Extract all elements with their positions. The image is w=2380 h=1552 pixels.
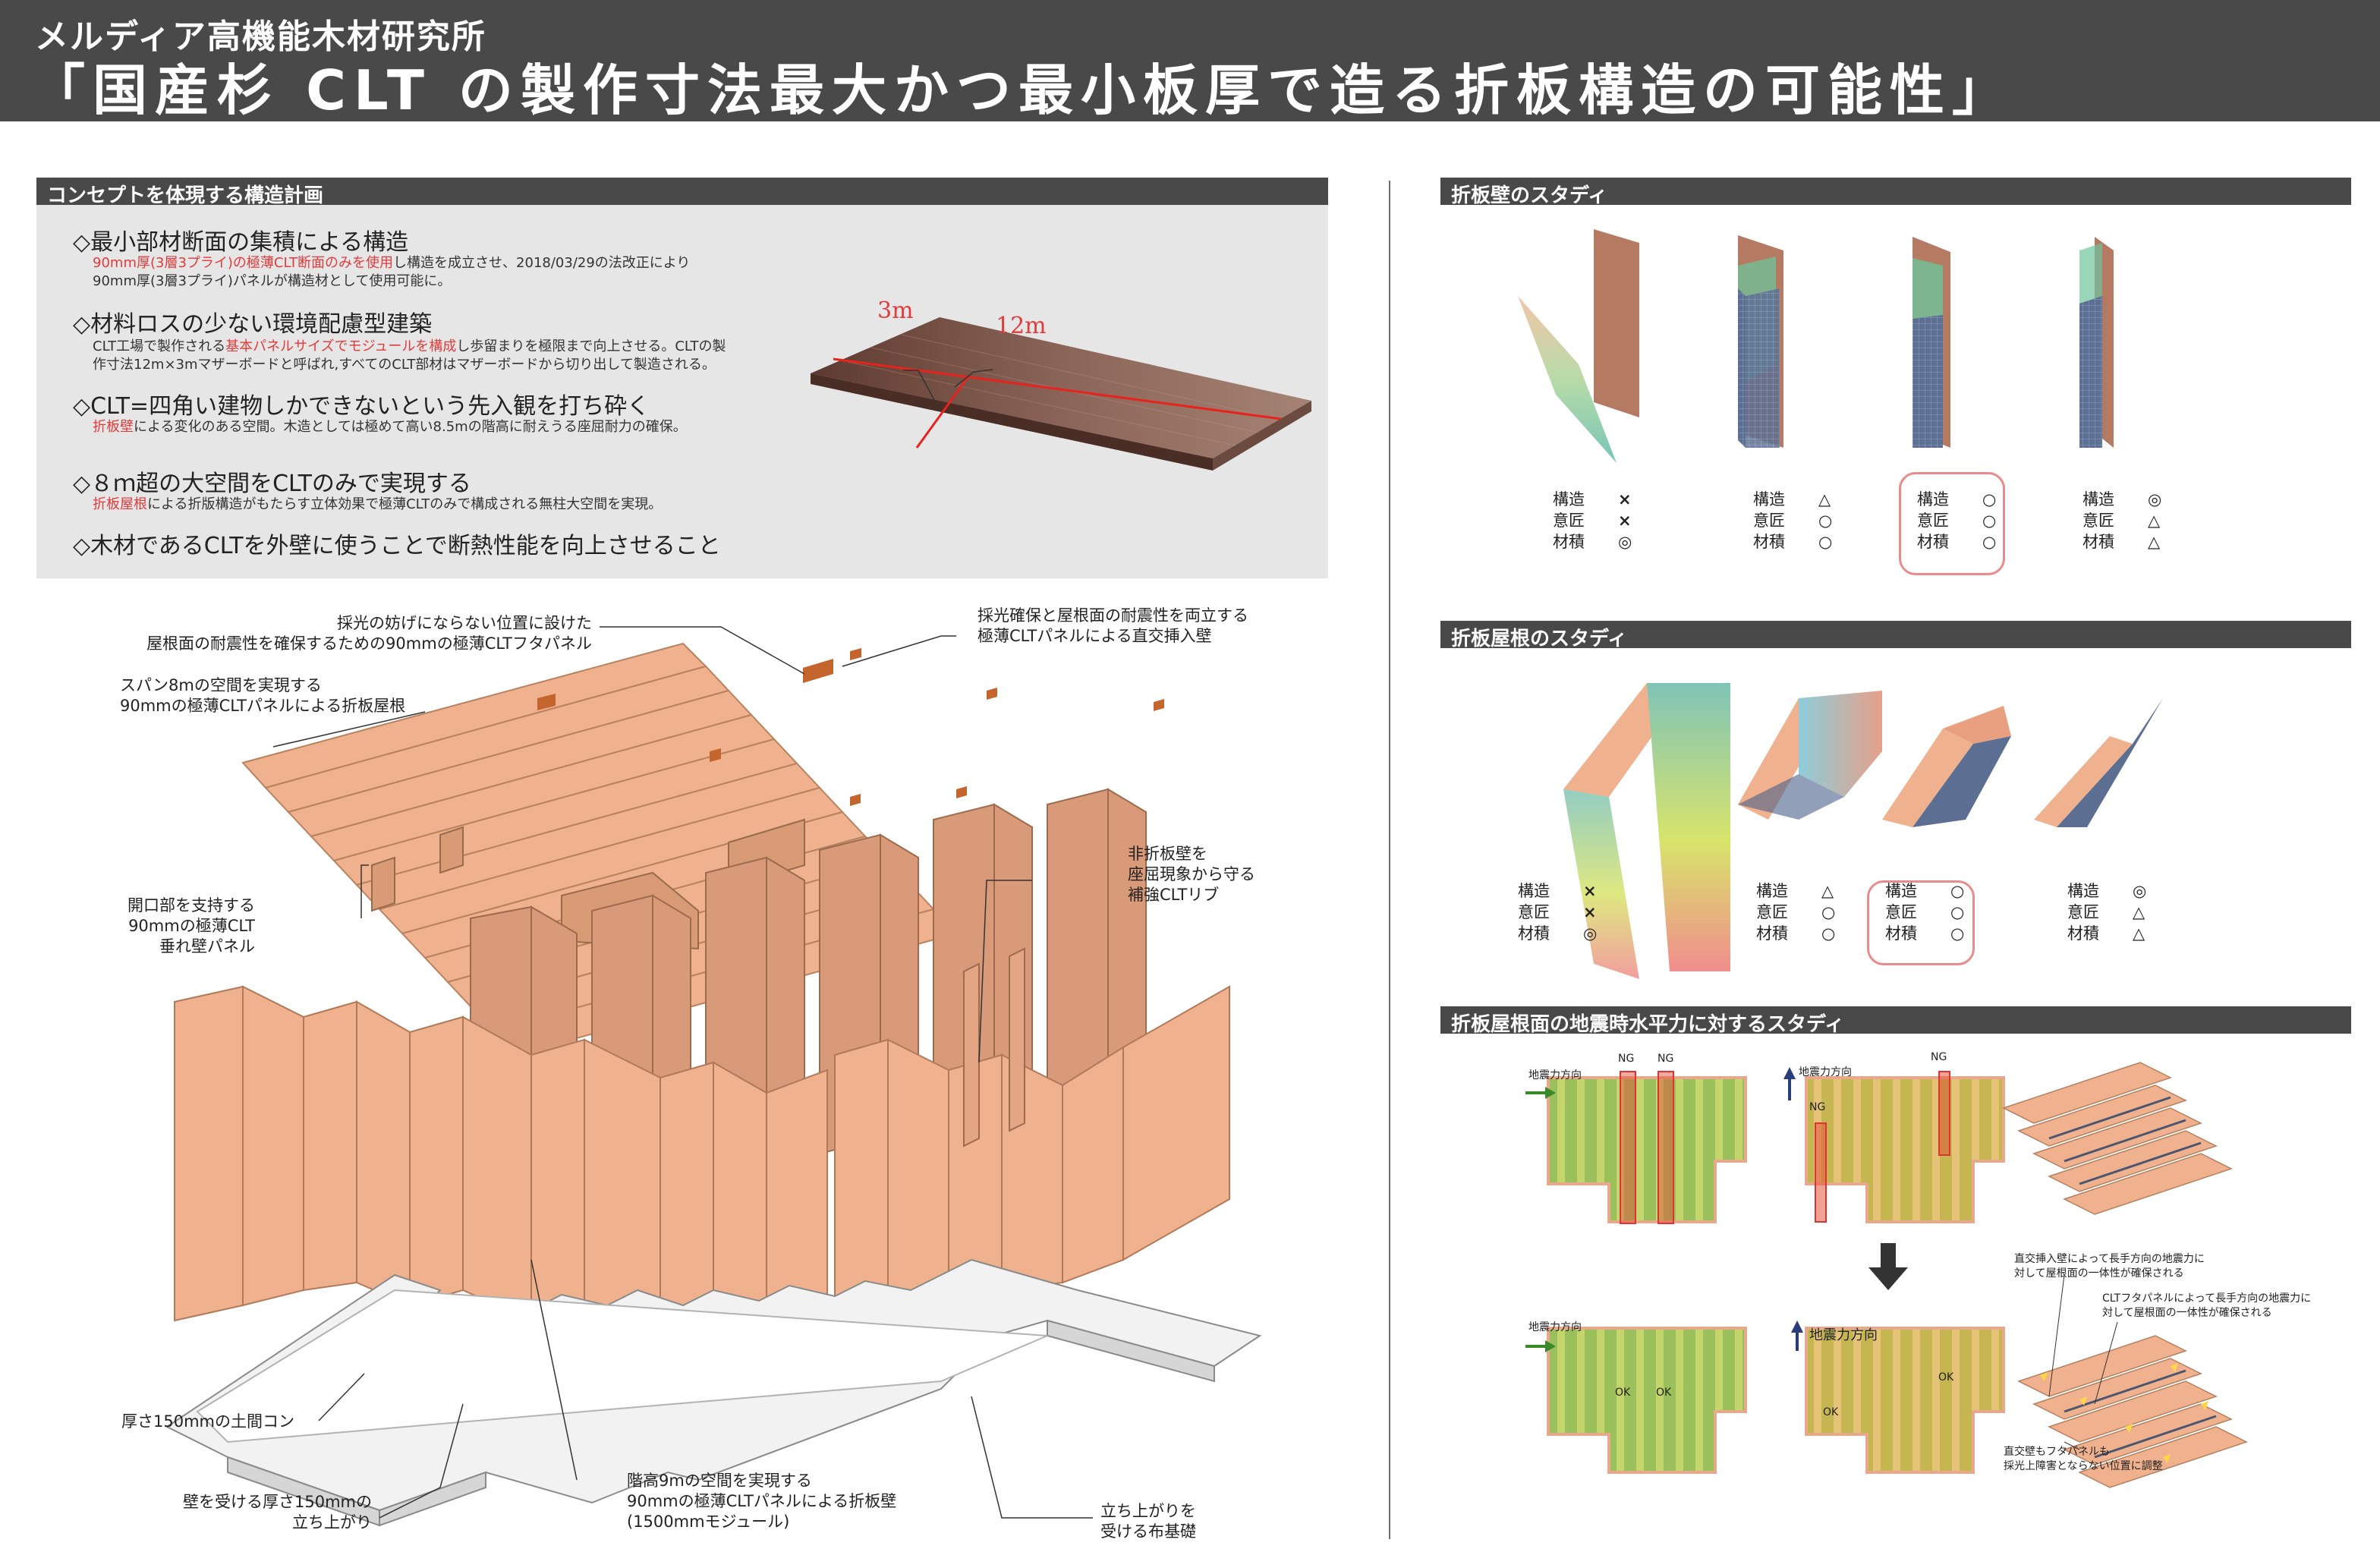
roof-model-2 bbox=[1738, 691, 1882, 820]
page-title: 「国産杉 CLT の製作寸法最大かつ最小板厚で造る折板構造の可能性」 bbox=[30, 58, 2015, 122]
exploded-axonometric bbox=[165, 626, 1262, 1527]
ng-label-3: NG bbox=[1809, 1101, 1826, 1113]
label-light-panel: 採光の妨げにならない位置に設けた屋根面の耐震性を確保するための90mmの極薄CL… bbox=[146, 614, 592, 653]
ng-label-2: NG bbox=[1658, 1053, 1674, 1065]
column-divider bbox=[1389, 181, 1390, 1539]
foundation bbox=[165, 1258, 1262, 1527]
roof-study-models bbox=[1563, 683, 2163, 979]
ng-label-4: NG bbox=[1931, 1051, 1947, 1063]
roof-rating-2: 構造△意匠○材積○ bbox=[1756, 882, 1836, 943]
roof-model-1 bbox=[1563, 683, 1730, 979]
folded-walls-front bbox=[174, 985, 1230, 1352]
concept-panel: ◇最小部材断面の集積による構造 90mm厚(3層3プライ)の極薄CLT断面のみを… bbox=[36, 205, 1328, 578]
wall-study-title: 折板壁のスタディ bbox=[1440, 178, 2351, 207]
seismic-plan-3 bbox=[1525, 1327, 1747, 1474]
wall-rating-4: 構造◎意匠△材積△ bbox=[2082, 490, 2162, 551]
note-lid-panel: CLTフタパネルによって長手方向の地震力に対して屋根面の一体性が確保される bbox=[2102, 1292, 2312, 1319]
note-cross-wall: 直交挿入壁によって長手方向の地震力に対して屋根面の一体性が確保される bbox=[2014, 1253, 2205, 1280]
point-5-heading: ◇木材であるCLTを外壁に使うことで断熱性能を向上させること bbox=[73, 533, 721, 559]
roof-study-title: 折板屋根のスタディ bbox=[1440, 621, 2351, 650]
label-cross-wall: 採光確保と屋根面の耐震性を両立する極薄CLTパネルによる直交挿入壁 bbox=[978, 606, 1248, 645]
ok-label-2: OK bbox=[1656, 1387, 1672, 1399]
roof-model-3 bbox=[1882, 706, 2011, 827]
point-3-heading: ◇CLT=四角い建物しかできないという先入観を打ち砕く bbox=[73, 393, 650, 420]
board-dim-3m: 3m bbox=[877, 297, 914, 324]
seismic-plan-2 bbox=[1783, 1067, 2005, 1223]
point-2-heading: ◇材料ロスの少ない環境配慮型建築 bbox=[73, 311, 433, 338]
roof-model-4 bbox=[2034, 698, 2163, 827]
wall-rating-3: 構造○意匠○材積○ bbox=[1917, 490, 1997, 551]
force-direction-1: 地震力方向 bbox=[1528, 1069, 1582, 1081]
label-upstand: 壁を受ける厚さ150mmの立ち上がり bbox=[183, 1493, 372, 1532]
wall-rating-2: 構造△意匠○材積○ bbox=[1753, 490, 1833, 551]
point-4-line1: 折板屋根による折版構造がもたらす立体効果で極薄CLTのみで構成される無柱大空間を… bbox=[93, 496, 663, 512]
board-dim-12m: 12m bbox=[996, 313, 1047, 339]
force-direction-3: 地震力方向 bbox=[1528, 1321, 1582, 1333]
roof-study-highlight bbox=[1867, 880, 1975, 965]
roof-rating-1: 構造×意匠×材積◎ bbox=[1518, 882, 1598, 943]
ok-label-3: OK bbox=[1823, 1406, 1839, 1418]
label-slab: 厚さ150mmの土間コン bbox=[121, 1412, 294, 1431]
ng-label-1: NG bbox=[1618, 1053, 1635, 1065]
wall-model-4 bbox=[2079, 237, 2114, 448]
reinforcing-ribs bbox=[963, 947, 1025, 1147]
point-2-line1: CLT工場で製作される基本パネルサイズでモジュールを構成し歩留まりを極限まで向上… bbox=[93, 338, 726, 354]
transition-arrow bbox=[1868, 1243, 1908, 1290]
force-direction-4: 地震力方向 bbox=[1809, 1327, 1878, 1343]
roof-rating-4: 構造◎意匠△材積△ bbox=[2067, 882, 2147, 943]
seismic-plan-1 bbox=[1525, 1071, 1747, 1224]
point-4-heading: ◇８ｍ超の大空間をCLTのみで実現する bbox=[73, 471, 471, 497]
force-direction-2: 地震力方向 bbox=[1799, 1066, 1852, 1078]
cross-wall-blocks bbox=[537, 648, 1164, 859]
institute-name: メルディア高機能木材研究所 bbox=[35, 17, 486, 56]
label-ribs: 非折板壁を座屈現象から守る補強CLTリブ bbox=[1128, 845, 1255, 904]
seismic-plan-4 bbox=[1791, 1321, 2005, 1474]
leader-lines bbox=[272, 626, 1093, 1519]
concept-section-title: コンセプトを体現する構造計画 bbox=[36, 178, 1328, 207]
roof-rating-3: 構造○意匠○材積○ bbox=[1885, 882, 1965, 943]
note-daylight: 直交壁もフタパネルも採光上障害とならない位置に調整 bbox=[2004, 1446, 2163, 1472]
point-3-line1: 折板壁による変化のある空間。木造としては極めて高い8.5mの階高に耐えうる座屈耐… bbox=[93, 419, 687, 435]
wall-study-highlight bbox=[1899, 472, 2005, 575]
wall-model-3 bbox=[1912, 237, 1950, 448]
seismic-roof-axo-1 bbox=[2002, 1062, 2233, 1215]
clt-board-illustration bbox=[811, 317, 1311, 471]
point-1-line1: 90mm厚(3層3プライ)の極薄CLT断面のみを使用し構造を成立させ、2018/… bbox=[93, 255, 691, 271]
wall-study-models bbox=[1518, 229, 2114, 463]
seismic-study-diagrams bbox=[1525, 1062, 2248, 1488]
wall-rating-1: 構造×意匠×材積◎ bbox=[1553, 490, 1632, 551]
point-2-line2: 作寸法12m×3mマザーボードと呼ばれ,すべてのCLT部材はマザーボードから切り… bbox=[93, 357, 716, 373]
seismic-roof-axo-2 bbox=[2017, 1335, 2248, 1488]
point-1-line2: 90mm厚(3層3プライ)パネルが構造材として使用可能に。 bbox=[93, 273, 452, 289]
seismic-study-title: 折板屋根面の地震時水平力に対するスタディ bbox=[1440, 1006, 2351, 1036]
header-bar: メルディア高機能木材研究所 「国産杉 CLT の製作寸法最大かつ最小板厚で造る折… bbox=[0, 0, 2380, 122]
wall-model-2 bbox=[1738, 235, 1783, 448]
wall-model-1 bbox=[1518, 229, 1639, 463]
point-1-heading: ◇最小部材断面の集積による構造 bbox=[73, 229, 409, 256]
ok-label-4: OK bbox=[1938, 1371, 1954, 1384]
label-footing: 立ち上がりを受ける布基礎 bbox=[1100, 1502, 1196, 1541]
ok-label-1: OK bbox=[1615, 1387, 1631, 1399]
